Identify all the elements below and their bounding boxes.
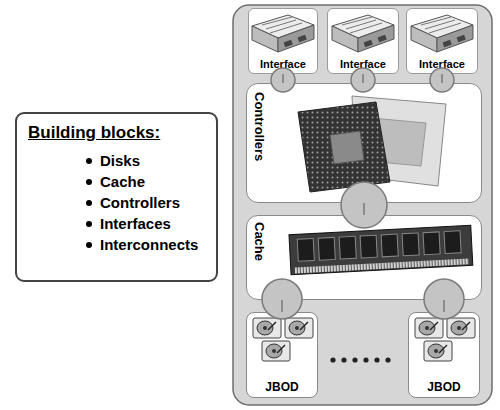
disk-drive <box>285 318 313 338</box>
disk-drive <box>253 318 281 338</box>
cpu-back-plate <box>368 118 426 166</box>
disk-drive <box>424 341 452 361</box>
box-label: Interface <box>407 58 477 71</box>
system-enclosure <box>233 5 492 405</box>
interface-box: Interface <box>406 8 478 74</box>
bullet-dot <box>86 221 92 227</box>
ellipsis-dot <box>363 357 368 362</box>
interface-card <box>252 15 314 52</box>
interface-box: Interface <box>248 8 318 74</box>
controllers-box: Controllers <box>246 83 482 203</box>
interconnect-circle <box>351 68 375 92</box>
ram-chip <box>423 232 440 255</box>
ellipsis-dot <box>385 357 390 362</box>
building-blocks-box: Building blocks: DisksCacheControllersInt… <box>15 112 218 282</box>
bullet-dot <box>86 242 92 248</box>
list-item: Cache <box>100 173 145 191</box>
interconnect-link <box>362 74 364 83</box>
interconnect-circle <box>262 279 302 319</box>
interconnect-circle <box>341 182 387 228</box>
cache-box: Cache <box>246 215 482 300</box>
ram-module <box>289 225 473 274</box>
ram-chip <box>360 235 377 258</box>
interconnect-link <box>441 74 443 83</box>
disk-drive <box>262 341 290 361</box>
ram-contacts <box>295 258 469 273</box>
disk-drive <box>447 318 475 338</box>
ellipsis-dot <box>341 357 346 362</box>
cpu-chip <box>298 102 390 192</box>
ellipsis-dot <box>330 357 335 362</box>
cpu-back <box>352 96 446 186</box>
jbod-box: JBOD <box>246 312 318 398</box>
ram-chip <box>381 234 398 257</box>
ram-chip <box>339 236 356 259</box>
box-label: Interface <box>249 58 317 71</box>
cpu-die <box>330 131 364 164</box>
box-label: Controllers <box>251 92 267 161</box>
list-item: Interconnects <box>100 236 198 254</box>
interface-box: Interface <box>327 8 399 74</box>
box-label: JBOD <box>247 380 317 394</box>
disk-drive <box>415 318 443 338</box>
ram-chip <box>318 237 335 260</box>
interconnect-link <box>363 203 365 215</box>
interconnect-link <box>443 300 445 312</box>
box-label: JBOD <box>409 380 479 394</box>
box-label: Interface <box>328 58 398 71</box>
bullet-dot <box>86 200 92 206</box>
list-item: Interfaces <box>100 215 171 233</box>
ram-chip <box>444 231 461 254</box>
interconnect-circle <box>424 279 464 319</box>
interface-card <box>332 15 394 52</box>
ram-board <box>289 225 473 274</box>
bullet-dot <box>86 158 92 164</box>
list-item: Disks <box>100 152 140 170</box>
box-heading: Building blocks: <box>28 123 160 143</box>
list-item: Controllers <box>100 194 180 212</box>
ram-chip <box>297 238 314 261</box>
interconnect-circle <box>271 68 295 92</box>
jbod-box: JBOD <box>408 312 480 398</box>
bullet-dot <box>86 179 92 185</box>
box-label: Cache <box>251 222 267 261</box>
interface-card <box>411 15 473 52</box>
interconnect-link <box>281 300 283 312</box>
ellipsis-dot <box>374 357 379 362</box>
ellipsis-dot <box>352 357 357 362</box>
interconnect-circle <box>430 68 454 92</box>
ram-chip <box>402 233 419 256</box>
interconnect-link <box>282 74 284 83</box>
